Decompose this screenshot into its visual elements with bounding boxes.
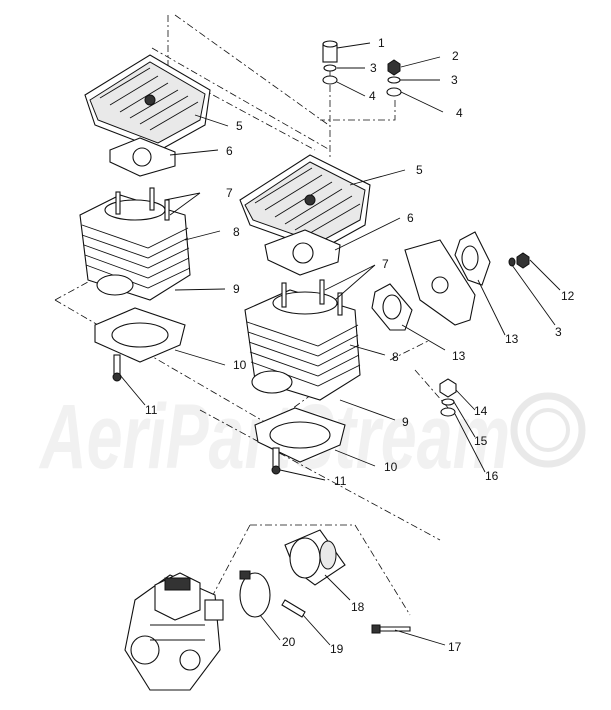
callout-5: 5: [236, 119, 243, 133]
callout-17: 17: [448, 640, 462, 654]
callout-4: 4: [456, 106, 463, 120]
cylinder-head-right: [239, 154, 371, 251]
callout-13: 13: [452, 349, 466, 363]
exhaust-bracket: [404, 239, 476, 326]
drain-screw-right: [271, 447, 281, 475]
callout-2: 2: [452, 49, 459, 63]
callout-8: 8: [392, 350, 399, 364]
nut-2: [387, 59, 401, 76]
callout-3: 3: [451, 73, 458, 87]
callout-10: 10: [233, 358, 247, 372]
washer-15: [441, 398, 455, 406]
washer-4-right: [386, 87, 402, 97]
washer-16: [440, 407, 456, 417]
callout-19: 19: [330, 642, 344, 656]
callout-8: 8: [233, 225, 240, 239]
callout-6: 6: [407, 211, 414, 225]
washer-3-right: [387, 76, 401, 84]
carburetor: [124, 572, 224, 691]
nut-14: [439, 378, 457, 398]
cylinder-head-left: [84, 54, 211, 151]
callout-9: 9: [402, 415, 409, 429]
callout-11: 11: [334, 474, 347, 488]
nut-12: [508, 252, 530, 269]
callout-7: 7: [226, 186, 233, 200]
callout-6: 6: [226, 144, 233, 158]
clamp-20: [239, 570, 271, 618]
callout-10: 10: [384, 460, 398, 474]
callout-12: 12: [561, 289, 575, 303]
cylinder-right: [244, 279, 361, 401]
callout-3: 3: [555, 325, 562, 339]
callout-13: 13: [505, 332, 519, 346]
callout-3: 3: [370, 61, 377, 75]
callout-15: 15: [474, 434, 488, 448]
exhaust-gasket-13a: [454, 231, 491, 286]
base-gasket-left: [94, 307, 186, 363]
exhaust-gasket-13b: [371, 283, 413, 331]
head-gasket-right: [264, 229, 341, 276]
callout-16: 16: [485, 469, 499, 483]
cylinder-left: [79, 187, 191, 301]
callout-1: 1: [378, 36, 385, 50]
callout-20: 20: [282, 635, 296, 649]
bolt-17: [371, 624, 411, 634]
drain-screw-left: [112, 354, 122, 382]
head-gasket-left: [109, 137, 176, 177]
callout-14: 14: [474, 404, 488, 418]
callout-11: 11: [145, 403, 158, 417]
callout-7: 7: [382, 257, 389, 271]
callout-18: 18: [351, 600, 365, 614]
callout-labels: 1 2 3 3 3 4 4 5 5 6 6 7 7 8 8 9 9 10 10 …: [145, 36, 575, 656]
callout-5: 5: [416, 163, 423, 177]
spacer-nut-1: [322, 40, 338, 63]
screw-19: [281, 599, 306, 618]
callout-4: 4: [369, 89, 376, 103]
intake-adapter-18: [284, 529, 346, 586]
washer-4-left: [322, 75, 338, 85]
washer-3-left: [323, 64, 337, 72]
callout-9: 9: [233, 282, 240, 296]
leader-lines: [119, 42, 561, 646]
